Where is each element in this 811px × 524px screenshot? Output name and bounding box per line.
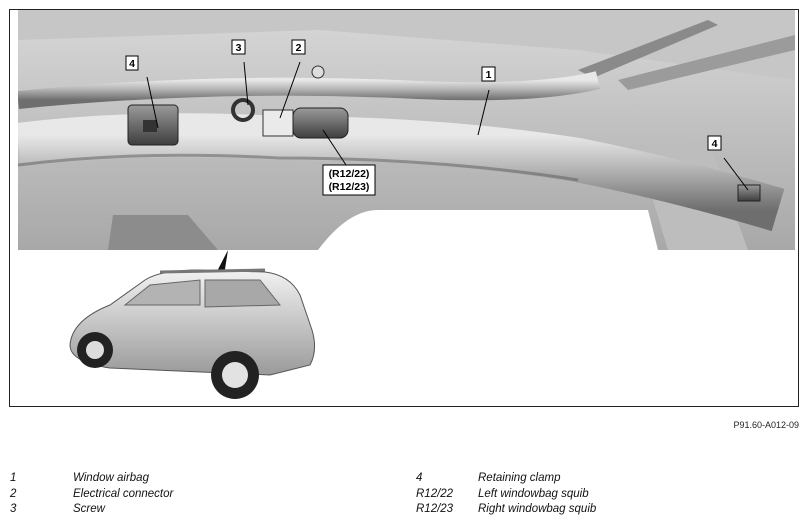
legend-num: 3 [10, 503, 17, 515]
callout-r12-23: (R12/23) [329, 181, 370, 193]
legend-item: R12/22 Left windowbag squib [416, 487, 596, 503]
callout-3: 3 [236, 42, 242, 54]
legend-item: 4 Retaining clamp [416, 471, 596, 487]
legend-label: Electrical connector [73, 487, 174, 500]
legend-num: R12/23 [416, 503, 454, 515]
legend-num: 4 [416, 472, 423, 484]
figure-id: P91.60-A012-09 [733, 420, 799, 430]
callout-4-right: 4 [712, 138, 718, 150]
legend-label: Screw [73, 503, 105, 515]
legend-label: Window airbag [73, 472, 149, 484]
vehicle-illustration [69, 250, 316, 399]
legend-left: 1 Window airbag 2 Electrical connector 3… [10, 471, 173, 518]
legend-num: 2 [10, 487, 17, 500]
legend-label: Retaining clamp [478, 472, 561, 484]
legend-item: 3 Screw [10, 502, 173, 518]
roof-frame-illustration: 4 3 2 1 4 (R12/22) (R12/23) [18, 10, 795, 250]
callout-2: 2 [296, 42, 302, 54]
legend-item: R12/23 Right windowbag squib [416, 502, 596, 518]
legend-item: 1 Window airbag [10, 471, 173, 487]
callout-r12-22: (R12/22) [329, 168, 370, 180]
callout-1: 1 [486, 69, 492, 81]
legend-item: 2 Electrical connector [10, 487, 173, 503]
figure-frame: 4 3 2 1 4 (R12/22) (R12/23) [9, 9, 799, 407]
legend-label: Right windowbag squib [478, 503, 597, 515]
callout-4-left: 4 [129, 58, 135, 70]
legend-num: 1 [10, 472, 17, 484]
legend-label: Left windowbag squib [478, 487, 589, 500]
legend-num: R12/22 [416, 487, 454, 500]
legend-right: 4 Retaining clamp R12/22 Left windowbag … [416, 471, 596, 518]
